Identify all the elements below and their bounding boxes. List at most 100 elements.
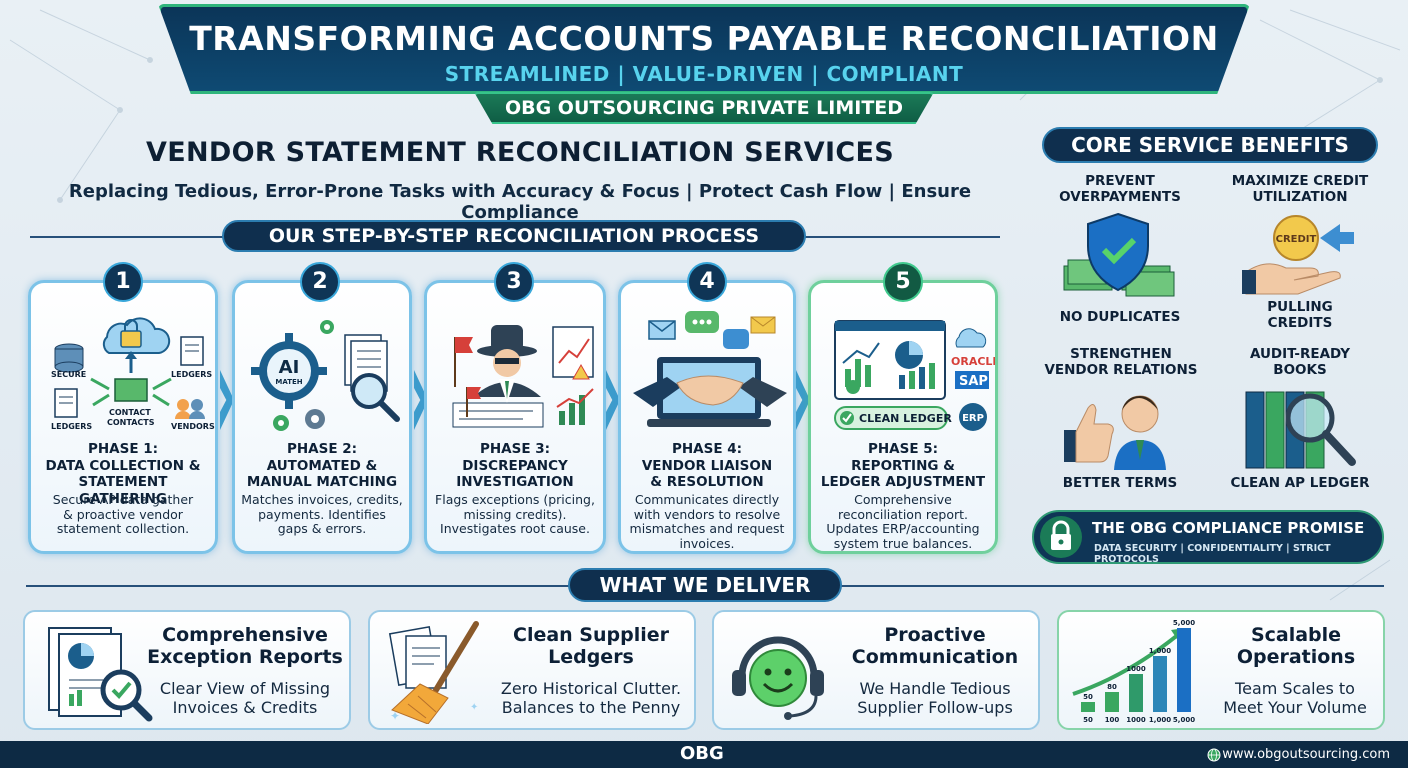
phase-2-title: PHASE 2: AUTOMATED & MANUAL MATCHING — [246, 441, 398, 490]
phase-4-number: 4 — [687, 262, 727, 302]
card-4-desc: Team Scales to Meet Your Volume — [1223, 679, 1367, 717]
card-4-title: Scalable Operations — [1236, 624, 1356, 668]
services-subtitle: Replacing Tedious, Error-Prone Tasks wit… — [68, 181, 972, 223]
phase-5-desc: Comprehensive reconciliation report. Upd… — [826, 492, 980, 551]
ai-matching-icon: AI MATEH — [251, 320, 400, 431]
phase-1-number: 1 — [103, 262, 143, 302]
bar-category-label: 1000 — [1126, 716, 1146, 724]
phase-card-3: PHASE 3: DISCREPANCY INVESTIGATION Flags… — [424, 280, 606, 554]
bar-category-label: 100 — [1105, 716, 1120, 724]
services-title: VENDOR STATEMENT RECONCILIATION SERVICES — [146, 137, 894, 168]
ai-gear-label: AI — [279, 357, 300, 378]
phase-2-desc: Matches invoices, credits, payments. Ide… — [241, 492, 403, 536]
oracle-logo: ORACLE — [951, 355, 995, 368]
icon-label-ledgers: LEDGERS — [171, 370, 212, 379]
phase-2-number: 2 — [300, 262, 340, 302]
page-title: TRANSFORMING ACCOUNTS PAYABLE RECONCILIA… — [189, 19, 1219, 58]
icon-label-vendors: VENDORS — [171, 422, 215, 431]
process-rule-left — [30, 236, 230, 238]
credit-hand-icon: CREDIT — [1242, 215, 1354, 295]
process-heading: OUR STEP-BY-STEP RECONCILIATION PROCESS — [222, 220, 806, 252]
phase-1-title: PHASE 1: DATA COLLECTION & STATEMENT GAT… — [45, 441, 201, 507]
deliver-rule-right — [838, 585, 1384, 587]
footer-bar: OBG www.obgoutsourcing.com — [0, 741, 1408, 768]
benefit-1-top: PREVENT OVERPAYMENTS — [1059, 173, 1181, 205]
phase-5-number: 5 — [883, 262, 923, 302]
icon-label-ledgers-2: LEDGERS — [51, 422, 92, 431]
bar-category-label: 1,000 — [1149, 716, 1171, 724]
phase-card-2: AI MATEH PHASE 2: AUTOMATED & MANUAL MAT… — [232, 280, 412, 554]
benefit-3-bottom: BETTER TERMS — [1062, 475, 1178, 491]
credit-coin-label: CREDIT — [1276, 234, 1317, 245]
icon-label-contact: CONTACT — [109, 408, 151, 417]
deliver-card-clean-ledgers: ✦ ✦ Clean Supplier Ledgers Zero Historica… — [368, 610, 696, 730]
phase-card-4: PHASE 4: VENDOR LIAISON & RESOLUTION Com… — [618, 280, 796, 554]
sap-logo: SAP — [959, 374, 988, 389]
globe-icon — [1207, 748, 1221, 762]
growth-arrow — [1072, 632, 1181, 696]
benefit-4-top: AUDIT-READY BOOKS — [1249, 346, 1351, 378]
thumbs-up-person-icon — [1064, 395, 1166, 470]
phase-1-desc: Secure AP data gather & proactive vendor… — [52, 492, 194, 536]
headset-smiley-icon — [732, 636, 824, 720]
footer-url[interactable]: www.obgoutsourcing.com — [1222, 747, 1390, 762]
bar-value-label: 5,000 — [1173, 619, 1195, 627]
icon-label-contacts: CONTACTS — [107, 418, 155, 427]
bar-value-label: 1000 — [1126, 665, 1146, 673]
benefit-2-bottom: PULLING CREDITS — [1267, 299, 1333, 331]
bar-100 — [1105, 692, 1119, 712]
phase-4-title: PHASE 4: VENDOR LIAISON & RESOLUTION — [641, 441, 773, 490]
svg-text:✦: ✦ — [470, 702, 478, 713]
deliver-card-exception-reports: Comprehensive Exception Reports Clear Vi… — [23, 610, 351, 730]
deliver-card-communication: Proactive Communication We Handle Tediou… — [712, 610, 1040, 730]
bar-value-label: 1,000 — [1149, 647, 1171, 655]
card-3-desc: We Handle Tedious Supplier Follow-ups — [857, 679, 1013, 717]
compliance-title: THE OBG COMPLIANCE PROMISE — [1092, 519, 1365, 537]
icon-label-secure: SECURE — [51, 370, 86, 379]
benefit-1-bottom: NO DUPLICATES — [1059, 309, 1181, 325]
shield-money-icon — [1063, 212, 1175, 297]
bar-value-label: 80 — [1107, 683, 1117, 691]
card-2-desc: Zero Historical Clutter. Balances to the… — [500, 679, 682, 717]
card-2-title: Clean Supplier Ledgers — [513, 624, 669, 668]
compliance-banner: THE OBG COMPLIANCE PROMISE DATA SECURITY… — [1032, 510, 1384, 565]
phase-3-title: PHASE 3: DISCREPANCY INVESTIGATION — [456, 441, 574, 490]
bar-category-label: 50 — [1083, 716, 1093, 724]
ai-gear-sublabel: MATEH — [275, 378, 302, 386]
bar-1,000 — [1153, 656, 1167, 712]
handshake-icon — [633, 311, 787, 427]
phase-card-5: ORACLE SAP CLEAN LEDGER ERP PHASE 5: REP… — [808, 280, 998, 554]
header-banner: TRANSFORMING ACCOUNTS PAYABLE RECONCILIA… — [158, 4, 1250, 94]
phase-3-number: 3 — [494, 262, 534, 302]
binders-search-icon — [1245, 391, 1356, 469]
svg-text:✦: ✦ — [390, 709, 400, 723]
bar-1000 — [1129, 674, 1143, 712]
clean-ledger-badge: CLEAN LEDGER — [859, 412, 952, 425]
investigator-icon — [452, 325, 594, 428]
erp-badge: ERP — [962, 413, 984, 424]
tagline: STREAMLINED | VALUE-DRIVEN | COMPLIANT — [444, 62, 964, 86]
bar-50 — [1081, 702, 1095, 712]
phase-3-desc: Flags exceptions (pricing, missing credi… — [435, 492, 595, 536]
process-rule-right — [800, 236, 1000, 238]
bar-5,000 — [1177, 628, 1191, 712]
compliance-subtitle: DATA SECURITY | CONFIDENTIALITY | STRICT… — [1094, 543, 1331, 565]
company-name: OBG OUTSOURCING PRIVATE LIMITED — [474, 92, 934, 124]
card-1-title: Comprehensive Exception Reports — [147, 624, 343, 668]
reporting-icon: ORACLE SAP CLEAN LEDGER ERP — [834, 320, 995, 431]
phase-5-title: PHASE 5: REPORTING & LEDGER ADJUSTMENT — [820, 441, 986, 490]
bar-category-label: 5,000 — [1173, 716, 1195, 724]
data-collection-icon: SECURE LEDGERS CONTACT CONTACTS LEDGERS … — [51, 317, 215, 431]
card-3-title: Proactive Communication — [851, 624, 1019, 668]
benefits-heading: CORE SERVICE BENEFITS — [1042, 127, 1378, 163]
phase-4-desc: Communicates directly with vendors to re… — [629, 492, 785, 551]
card-1-desc: Clear View of Missing Invoices & Credits — [159, 679, 331, 717]
report-magnifier-icon — [48, 627, 153, 722]
phase-card-1: SECURE LEDGERS CONTACT CONTACTS LEDGERS … — [28, 280, 218, 554]
footer-logo: OBG — [680, 743, 724, 764]
benefit-2-top: MAXIMIZE CREDIT UTILIZATION — [1231, 173, 1369, 205]
benefit-4-bottom: CLEAN AP LEDGER — [1230, 475, 1370, 491]
deliver-heading: WHAT WE DELIVER — [568, 568, 842, 602]
